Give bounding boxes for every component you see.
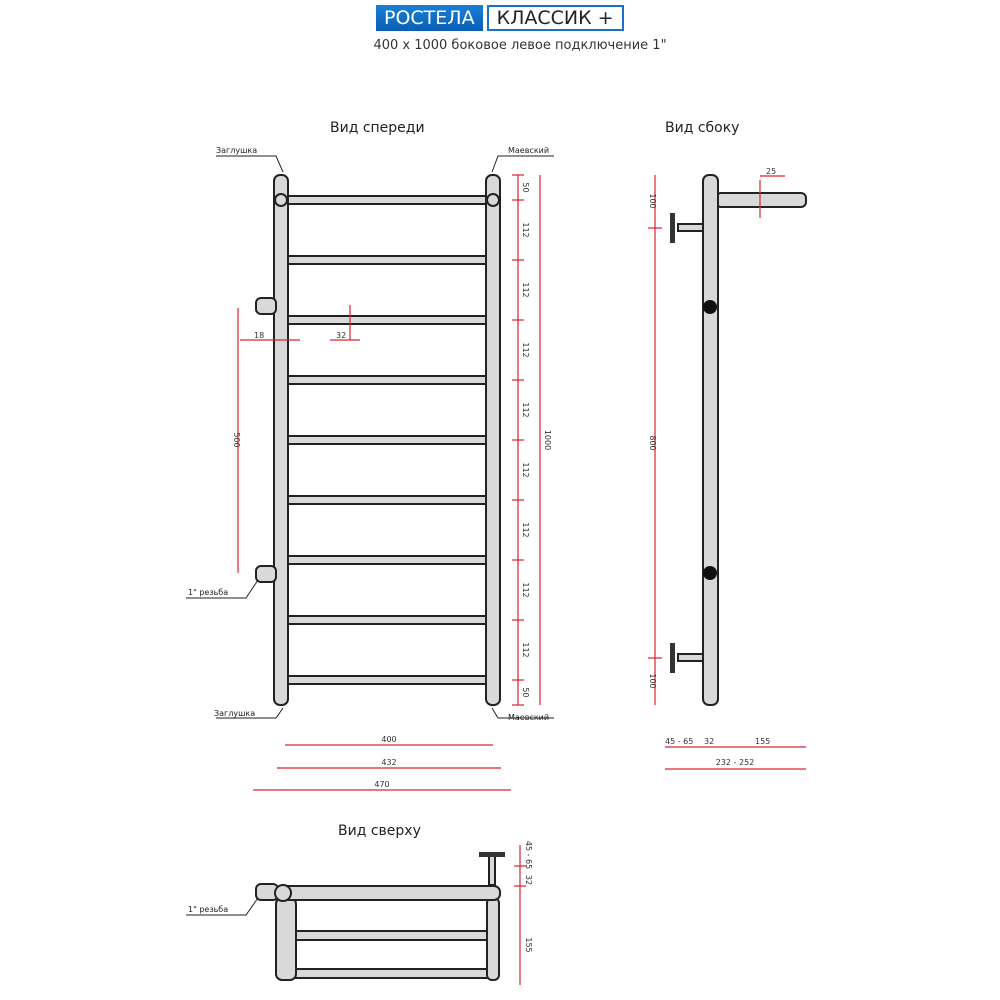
side-post bbox=[702, 174, 719, 706]
brand-logo: РОСТЕЛА КЛАССИК + bbox=[376, 5, 624, 31]
dim-segment: 112 bbox=[521, 582, 530, 597]
front-view bbox=[255, 174, 501, 706]
top-rung-3 bbox=[284, 968, 498, 979]
top-left-post bbox=[275, 897, 297, 981]
dim-segment: 50 bbox=[521, 687, 530, 697]
brand-name: РОСТЕЛА bbox=[376, 5, 483, 31]
top-joint bbox=[274, 884, 292, 902]
top-view bbox=[255, 852, 505, 981]
connection-point-bottom bbox=[703, 566, 717, 580]
side-dim-top: 100 bbox=[648, 193, 657, 208]
side-view-title: Вид сбоку bbox=[665, 120, 739, 136]
vent-top-label: Маевский bbox=[508, 146, 549, 155]
plug-bottom-label: Заглушка bbox=[214, 709, 255, 718]
side-dim-offset: 45 - 65 bbox=[665, 737, 693, 746]
top-joint-right bbox=[486, 193, 500, 207]
top-bracket bbox=[488, 854, 496, 886]
top-rung-1 bbox=[277, 885, 501, 901]
rung-8 bbox=[283, 615, 491, 625]
side-dim-total: 232 - 252 bbox=[716, 758, 755, 767]
rung-6 bbox=[283, 495, 491, 505]
side-dim-bottom: 100 bbox=[648, 673, 657, 688]
dim-total-height: 1000 bbox=[543, 430, 552, 450]
side-dim-depth: 155 bbox=[755, 737, 770, 746]
right-post bbox=[485, 174, 501, 706]
subtitle: 400 x 1000 боковое левое подключение 1" bbox=[373, 38, 667, 53]
dim-segment: 112 bbox=[521, 282, 530, 297]
connection-stub-top bbox=[255, 297, 277, 315]
dim-stub: 18 bbox=[254, 331, 264, 340]
height-dimension-chain: 50 112 112 112 112 112 112 112 112 50 bbox=[512, 174, 530, 706]
dim-segment: 112 bbox=[521, 522, 530, 537]
thread-front-label: 1" резьба bbox=[188, 588, 228, 597]
dim-connection: 500 bbox=[232, 432, 241, 447]
dim-segment: 112 bbox=[521, 342, 530, 357]
top-bracket-plate bbox=[479, 852, 505, 857]
front-view-title: Вид спереди bbox=[330, 120, 425, 136]
side-dim-rung: 25 bbox=[766, 167, 776, 176]
left-post bbox=[273, 174, 289, 706]
dim-segment: 50 bbox=[521, 182, 530, 192]
rung-5 bbox=[283, 435, 491, 445]
connection-stub-bottom bbox=[255, 565, 277, 583]
top-dim-depth: 155 bbox=[524, 937, 533, 952]
top-view-title: Вид сверху bbox=[338, 823, 421, 839]
bracket-bottom bbox=[677, 653, 705, 662]
bracket-plate-top bbox=[670, 213, 675, 243]
rung-9 bbox=[283, 675, 491, 685]
model-name: КЛАССИК + bbox=[486, 5, 624, 31]
rung-4 bbox=[283, 375, 491, 385]
rung-1 bbox=[283, 195, 491, 205]
top-dim-offset: 45 - 65 bbox=[524, 841, 533, 869]
side-view bbox=[670, 174, 807, 706]
dim-segment: 112 bbox=[521, 462, 530, 477]
dim-segment: 112 bbox=[521, 402, 530, 417]
vent-bottom-label: Маевский bbox=[508, 713, 549, 722]
dim-segment: 112 bbox=[521, 642, 530, 657]
dim-w432: 432 bbox=[381, 758, 396, 767]
rung-3 bbox=[283, 315, 491, 325]
side-dim-pipe: 32 bbox=[704, 737, 714, 746]
dim-segment: 112 bbox=[521, 222, 530, 237]
side-rung bbox=[715, 192, 807, 208]
bracket-top bbox=[677, 223, 705, 232]
top-right-post bbox=[486, 897, 500, 981]
side-dim-mid: 800 bbox=[648, 435, 657, 450]
top-joint-left bbox=[274, 193, 288, 207]
top-dim-pipe: 32 bbox=[524, 875, 533, 885]
top-rung-2 bbox=[284, 930, 498, 941]
dim-w470: 470 bbox=[374, 780, 389, 789]
thread-top-label: 1" резьба bbox=[188, 905, 228, 914]
rung-7 bbox=[283, 555, 491, 565]
dim-w400: 400 bbox=[381, 735, 396, 744]
dim-rung: 32 bbox=[336, 331, 346, 340]
rung-2 bbox=[283, 255, 491, 265]
connection-point-top bbox=[703, 300, 717, 314]
bracket-plate-bottom bbox=[670, 643, 675, 673]
plug-top-label: Заглушка bbox=[216, 146, 257, 155]
